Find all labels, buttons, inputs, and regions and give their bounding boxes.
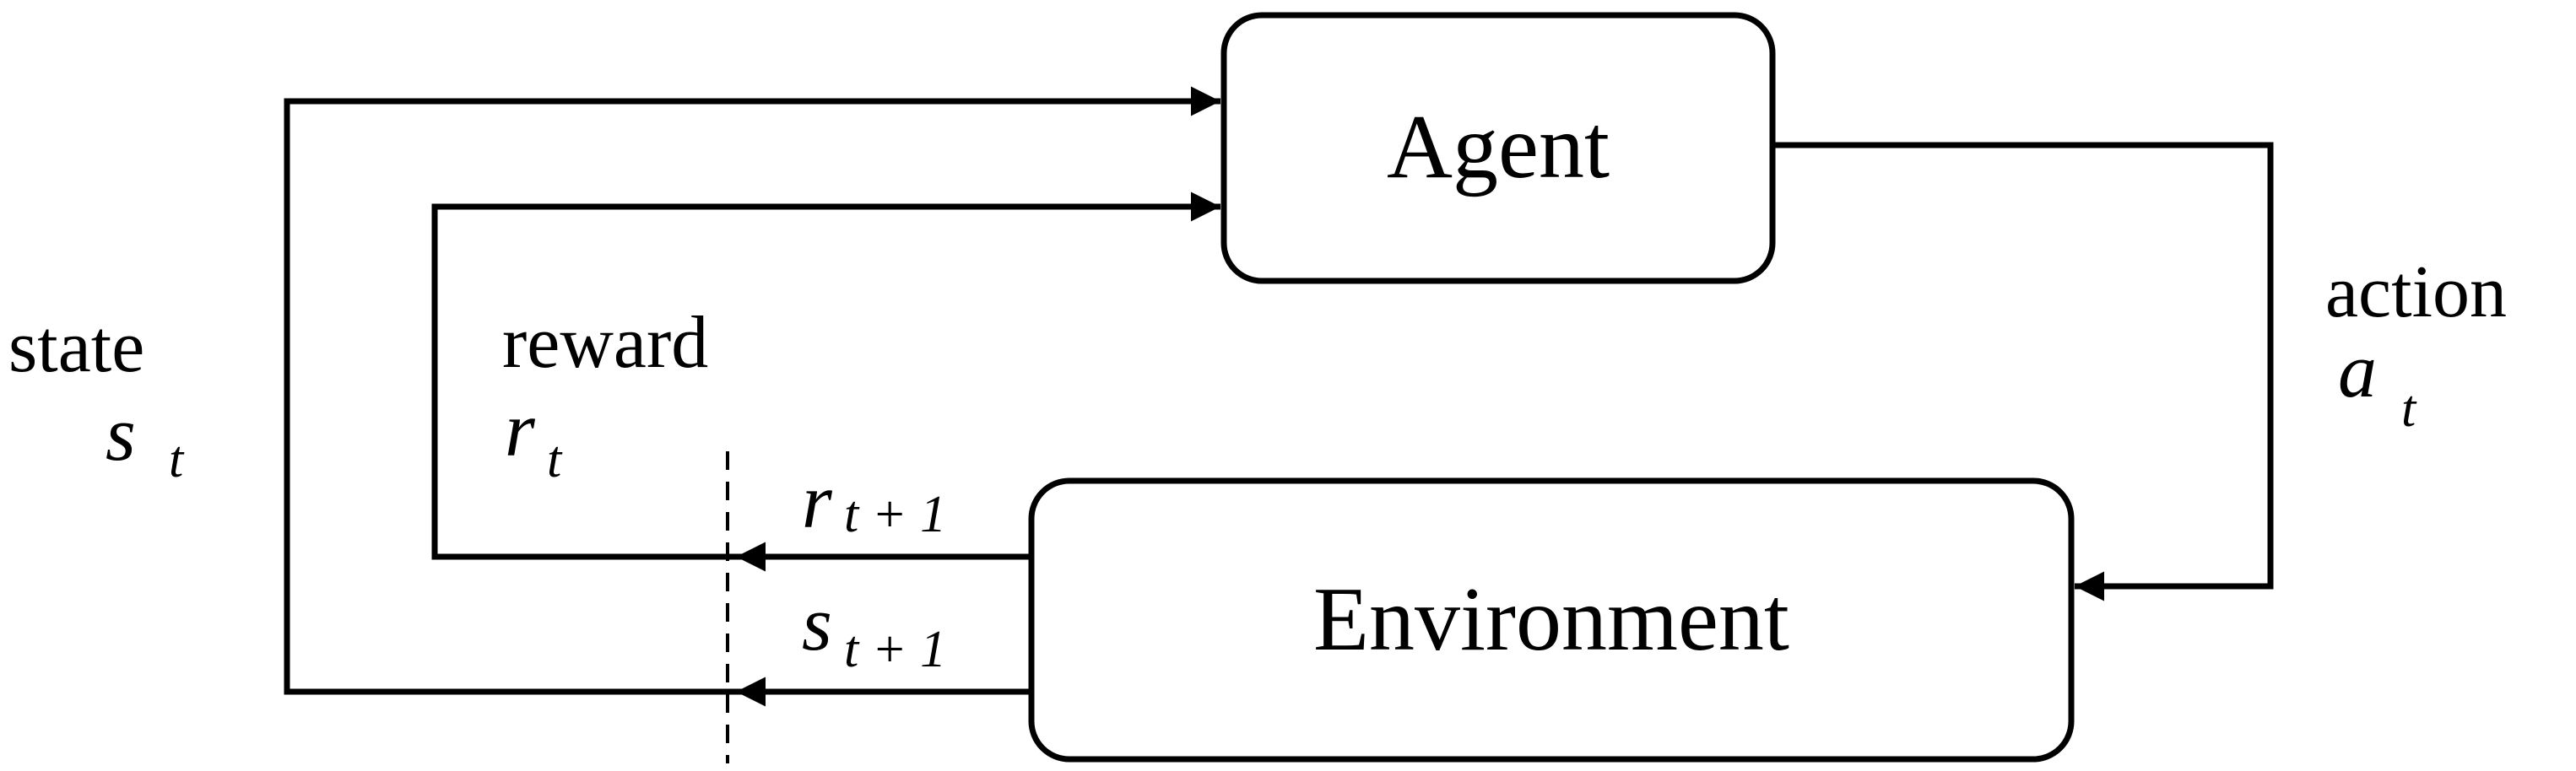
reward-wire [431,191,1220,560]
agent-label: Agent [1387,97,1610,197]
state-wire [284,86,1220,695]
reward-word: reward [502,302,708,384]
environment-box [1028,477,2075,763]
next-reward-subscript: t + 1 [844,486,946,543]
next-reward-symbol: r [802,458,833,544]
state-subscript: t [169,431,185,488]
state-symbol: s [106,391,136,477]
next-state-subscript: t + 1 [844,621,946,678]
action-subscript: t [2401,380,2417,438]
environment-label: Environment [1313,569,1789,670]
reward-subscript: t [547,431,563,488]
next-state-symbol: s [802,580,832,666]
action-symbol: a [2338,327,2377,413]
state-word: state [8,306,144,388]
reward-symbol: r [505,386,536,472]
action-wire [1772,142,2274,601]
action-word: action [2325,251,2507,333]
